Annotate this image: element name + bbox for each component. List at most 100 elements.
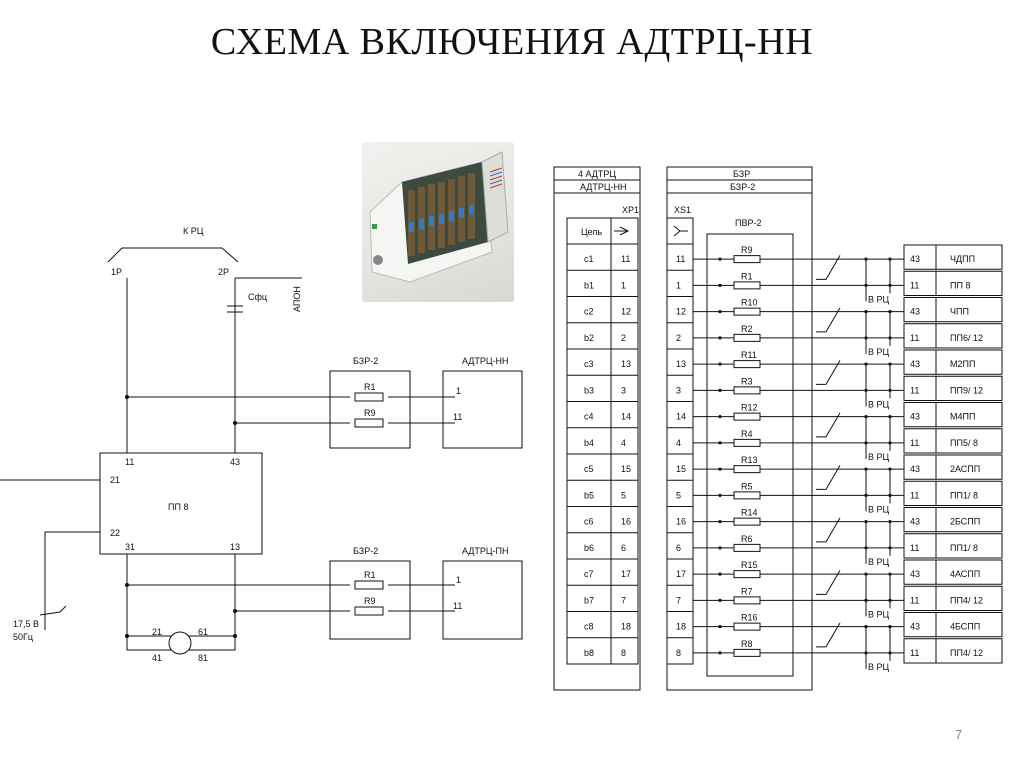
- out-label: ПП 8: [950, 280, 970, 290]
- chain-label: b8: [584, 648, 594, 658]
- relay-label: ПП 8: [168, 502, 188, 512]
- xp1-pin-number: 11: [621, 254, 630, 264]
- out-label-cell: [935, 428, 1003, 454]
- out-pin-number: 11: [910, 543, 919, 553]
- resistor-label: R13: [741, 455, 758, 465]
- xs1-pin-number: 1: [676, 280, 681, 290]
- resistor: [733, 412, 761, 421]
- resistor: [733, 622, 761, 631]
- out-label: ПП5/ 8: [950, 438, 978, 448]
- xs1-pin-number: 6: [676, 543, 681, 553]
- chain-label: b7: [584, 595, 594, 605]
- xs1-pin-number: 16: [676, 517, 686, 527]
- right-schematic: 4 АДТРЦ АДТРЦ-НН ХР1 Цепь БЗР БЗР-2 XS1 …: [553, 166, 1003, 691]
- xp1-pin-number: 8: [621, 648, 626, 658]
- vrc-label: В РЦ: [868, 609, 890, 619]
- xp1-pin-number: 7: [621, 595, 626, 605]
- upper-r9-label: R9: [364, 408, 376, 418]
- source-freq: 50Гц: [13, 632, 33, 642]
- xp1-pin-number: 6: [621, 543, 626, 553]
- resistor-label: R11: [741, 350, 757, 360]
- bzr-top-label: БЗР-2: [353, 356, 378, 366]
- resistor-label: R3: [741, 376, 753, 386]
- chain-label: c7: [584, 569, 594, 579]
- upper-out-11: 11: [453, 412, 462, 422]
- out-pin-number: 11: [910, 280, 919, 290]
- device-photo: [362, 142, 514, 302]
- relay-pin-11: 11: [125, 457, 134, 467]
- bzr-header-1: БЗР: [733, 169, 750, 179]
- upper-out-1: 1: [456, 386, 461, 396]
- switch-contact: [816, 255, 841, 280]
- out-label: ПП6/ 12: [950, 333, 983, 343]
- xp1-pin-number: 16: [621, 517, 631, 527]
- terminal-2p-label: 2Р: [218, 267, 229, 277]
- out-label: 2АСПП: [950, 464, 980, 474]
- lower-r9-label: R9: [364, 596, 376, 606]
- terminal-1p-label: 1Р: [111, 267, 122, 277]
- out-label-cell: [935, 297, 1003, 323]
- xp1-pin-number: 13: [621, 359, 631, 369]
- row-node: [718, 257, 722, 261]
- out-label-cell: [935, 585, 1003, 611]
- switch-contact: [816, 360, 841, 385]
- resistor-label: R1: [741, 271, 753, 281]
- xp1-pin-number: 14: [621, 412, 631, 422]
- xp1-pin-number: 17: [621, 569, 631, 579]
- out-label: М2ПП: [950, 359, 975, 369]
- row-node: [718, 336, 722, 340]
- chain-column-header: Цепь: [581, 227, 603, 237]
- motor-pin-21: 21: [152, 627, 162, 637]
- out-label-cell: [935, 270, 1003, 296]
- resistor-label: R15: [741, 560, 758, 570]
- vrc-label: В РЦ: [868, 399, 890, 409]
- xp1-header-2: АДТРЦ-НН: [580, 182, 627, 192]
- chain-label: b1: [584, 280, 594, 290]
- resistor: [733, 517, 761, 526]
- out-label: 4БСПП: [950, 622, 980, 632]
- relay-pin-22: 22: [110, 528, 120, 538]
- chain-label: c4: [584, 412, 594, 422]
- out-label-cell: [935, 375, 1003, 401]
- resistor-label: R10: [741, 298, 758, 308]
- switch-contact: [816, 517, 841, 543]
- switch-contact: [816, 622, 841, 648]
- chain-label: c5: [584, 464, 594, 474]
- row-node: [718, 310, 722, 314]
- out-label-cell: [935, 507, 1003, 533]
- xp1-pin-number: 15: [621, 464, 631, 474]
- vrc-label: В РЦ: [868, 557, 890, 567]
- xs1-pin-number: 8: [676, 648, 681, 658]
- out-label: ПП1/ 8: [950, 490, 978, 500]
- out-label: 2БСПП: [950, 517, 980, 527]
- row-node: [718, 546, 722, 550]
- out-label: ЧДПП: [950, 254, 975, 264]
- lower-out-11: 11: [453, 601, 462, 611]
- bzr-bottom-label: БЗР-2: [353, 546, 378, 556]
- lower-r1-label: R1: [364, 570, 376, 580]
- out-label: ПП9/ 12: [950, 385, 983, 395]
- bzr-header-2: БЗР-2: [730, 182, 755, 192]
- chain-label: b5: [584, 490, 594, 500]
- resistor-label: R7: [741, 586, 753, 596]
- xs1-pin-number: 12: [676, 307, 686, 317]
- out-pin-cell: [903, 585, 937, 611]
- vrc-label: В РЦ: [868, 294, 890, 304]
- vrc-label: В РЦ: [868, 452, 890, 462]
- row-node: [718, 467, 722, 471]
- chain-label: c8: [584, 622, 594, 632]
- xp1-pin-number: 1: [621, 280, 626, 290]
- vrc-label: В РЦ: [868, 347, 890, 357]
- xp1-pin-number: 3: [621, 385, 626, 395]
- out-label: 4АСПП: [950, 569, 980, 579]
- page-title: СХЕМА ВКЛЮЧЕНИЯ АДТРЦ-НН: [210, 21, 814, 63]
- chain-label: b4: [584, 438, 594, 448]
- out-pin-cell: [903, 375, 937, 401]
- k-rc-label: К РЦ: [183, 226, 204, 236]
- chain-label: b2: [584, 333, 594, 343]
- out-pin-number: 43: [910, 412, 920, 422]
- out-pin-number: 43: [910, 254, 920, 264]
- out-pin-number: 11: [910, 385, 919, 395]
- resistor-label: R12: [741, 403, 758, 413]
